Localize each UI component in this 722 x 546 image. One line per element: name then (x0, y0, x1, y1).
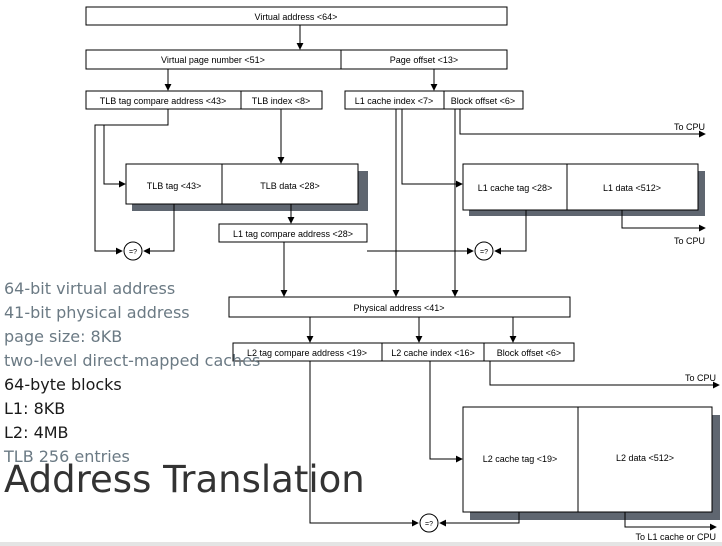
l1-index-arrow (401, 109, 463, 188)
tlb-data-box (221, 163, 359, 205)
spec-note: 64-bit virtual address (4, 279, 176, 298)
spec-note: TLB 256 entries (4, 447, 130, 466)
l2-comparator-label: =? (425, 521, 433, 528)
l1-data-to-cpu-path (621, 210, 706, 232)
tlb-tag-to-comparator-path (143, 204, 175, 255)
l2-data-out-path (624, 512, 717, 531)
page-offset-label: Page offset <13> (390, 55, 458, 65)
tlb-comparator-label: =? (129, 249, 137, 256)
tlb-tag-label: TLB tag <43> (147, 181, 202, 191)
to-cpu-label-2: To CPU (674, 236, 705, 246)
l2-block-offset-to-cpu-path (489, 361, 720, 389)
virtual-page-number-label: Virtual page number <51> (161, 55, 265, 65)
l2-data-label: L2 data <512> (616, 453, 674, 463)
l1-data-box (566, 163, 699, 211)
virtual-address-box (85, 6, 508, 26)
tlb-tag-compare-address-label: TLB tag compare address <43> (100, 96, 227, 106)
physical-address-label: Physical address <41> (353, 303, 444, 313)
page-offset-box (340, 49, 508, 70)
bottom-divider (0, 542, 722, 546)
tlb-tag-compare-path (94, 109, 169, 255)
l1-tag-compare-address-label: L1 tag compare address <28> (233, 229, 353, 239)
l1-cache-tag-label: L1 cache tag <28> (478, 183, 553, 193)
to-l1-or-cpu-label: To L1 cache or CPU (635, 532, 716, 542)
spec-note: 64-byte blocks (4, 375, 122, 394)
slide-title: Address Translation (4, 458, 365, 501)
spec-notes-list: 64-bit virtual address 41-bit physical a… (4, 277, 260, 469)
spec-note: L1: 8KB (4, 399, 66, 418)
tlb-tag-entry-path (103, 125, 126, 188)
l1-tag-compare-address-box (218, 223, 368, 243)
spec-note: 41-bit physical address (4, 303, 190, 322)
l1-comparator-label: =? (480, 249, 488, 256)
l2-block-offset-box (483, 342, 575, 362)
l2-data-box (577, 406, 713, 513)
tlb-index-label: TLB index <8> (252, 96, 311, 106)
block-offset-to-cpu-path (459, 109, 706, 138)
l2-index-arrow (429, 361, 463, 463)
l2-cache-index-label: L2 cache index <16> (391, 348, 475, 358)
spec-note: L2: 4MB (4, 423, 69, 442)
l2-tag-compare-address-label: L2 tag compare address <19> (247, 348, 367, 358)
l2-cache-tag-label: L2 cache tag <19> (483, 454, 558, 464)
spec-note: two-level direct-mapped caches (4, 351, 261, 370)
l1-comparator (474, 241, 494, 261)
l1-tag-to-comparator-path (494, 210, 527, 255)
l2-cache-tag-box (462, 406, 579, 513)
to-cpu-label-1: To CPU (674, 122, 705, 132)
tlb-comparator (123, 241, 143, 261)
block-offset-label: Block offset <6> (451, 96, 515, 106)
l1-cache-index-label: L1 cache index <7> (355, 96, 434, 106)
virtual-address-label: Virtual address <64> (255, 12, 338, 22)
l2-tag-to-comparator-path (439, 512, 520, 527)
physical-address-box (228, 296, 571, 318)
l1-cache-tag-box (462, 163, 568, 211)
spec-note: page size: 8KB (4, 327, 123, 346)
to-cpu-label-3: To CPU (685, 373, 716, 383)
l2-comparator (419, 513, 439, 533)
tlb-data-label: TLB data <28> (260, 181, 320, 191)
l1-data-label: L1 data <512> (603, 183, 661, 193)
l2-tag-compare-path (309, 361, 419, 527)
block-offset-box (443, 90, 524, 110)
l2-block-offset-label: Block offset <6> (497, 348, 561, 358)
